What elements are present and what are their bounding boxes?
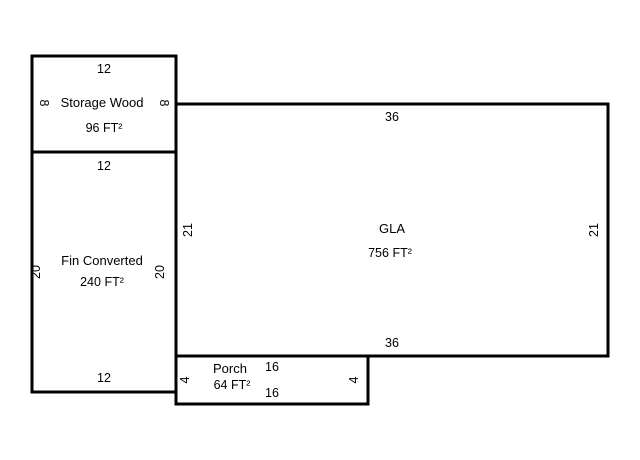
fin-dim-left: 20 [29, 265, 43, 279]
porch-name: Porch [213, 361, 247, 376]
gla-dim-right: 21 [587, 223, 601, 237]
fin-dim-right: 20 [153, 265, 167, 279]
storage-dim-left: 8 [37, 100, 51, 107]
storage-area: 96 FT² [86, 121, 123, 135]
gla-dim-top: 36 [385, 110, 399, 124]
porch-dim-top: 16 [265, 360, 279, 374]
porch-dim-right: 4 [347, 376, 361, 383]
storage-name: Storage Wood [61, 95, 144, 110]
fin-dim-bottom: 12 [97, 371, 111, 385]
gla-area: 756 FT² [368, 246, 412, 260]
fin-dim-top: 12 [97, 159, 111, 173]
fin-area: 240 FT² [80, 275, 124, 289]
gla-room [174, 102, 610, 358]
porch-dim-bottom: 16 [265, 386, 279, 400]
storage-dim-right: 8 [157, 100, 171, 107]
porch-area: 64 FT² [214, 378, 251, 392]
gla-dim-bottom: 36 [385, 336, 399, 350]
storage-dim-top: 12 [97, 62, 111, 76]
porch-room [174, 354, 370, 406]
gla-name: GLA [379, 221, 405, 236]
fin-name: Fin Converted [61, 253, 143, 268]
porch-dim-left: 4 [178, 376, 192, 383]
gla-dim-left: 21 [181, 223, 195, 237]
